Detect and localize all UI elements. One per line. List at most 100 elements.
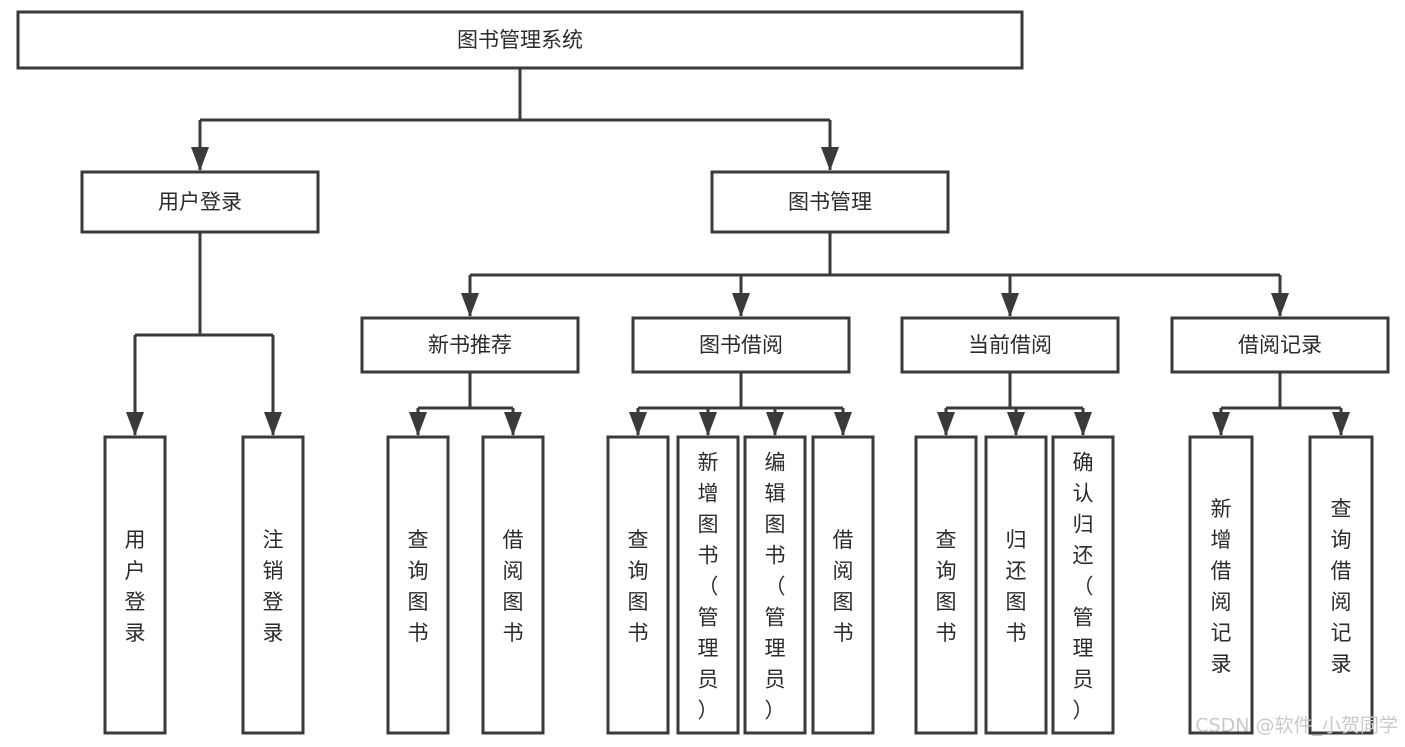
leaf-node-3-glyph: 借 <box>503 528 524 552</box>
leaf-node-12-glyph: 录 <box>1331 652 1352 676</box>
leaf-node-4-glyph: 书 <box>628 621 649 645</box>
leaf-node-10[interactable] <box>1051 435 1115 735</box>
leaf-node-10-glyph: 理 <box>1073 637 1094 661</box>
arrow-head-icon-bm-0 <box>461 293 479 317</box>
leaf-node-9[interactable] <box>984 435 1048 735</box>
arrow-head-icon-book-borrow-3 <box>834 412 852 436</box>
leaf-node-10-glyph: （ <box>1073 575 1094 599</box>
leaf-node-0[interactable] <box>103 435 167 735</box>
node-borrow-record-label: 借阅记录 <box>1238 333 1322 357</box>
leaf-node-7-glyph: 书 <box>833 621 854 645</box>
leaf-node-4-glyph: 查 <box>628 528 649 552</box>
arrow-head-icon-bm-2 <box>1001 293 1019 317</box>
leaf-node-3-glyph: 图 <box>503 590 524 614</box>
leaf-node-5-glyph: （ <box>698 575 719 599</box>
leaf-node-0-label: 用户登录 <box>125 528 146 645</box>
arrow-head-icon-user-login-0 <box>126 412 144 436</box>
leaf-node-6-glyph: 管 <box>765 606 786 630</box>
leaf-node-1-glyph: 注 <box>263 528 284 552</box>
node-book-borrow[interactable] <box>631 316 851 374</box>
node-user-login[interactable] <box>80 170 320 234</box>
leaf-node-8-glyph: 查 <box>936 528 957 552</box>
leaf-node-2-glyph: 询 <box>408 559 429 583</box>
arrow-head-icon-book-borrow-0 <box>629 412 647 436</box>
leaf-node-8-glyph: 图 <box>936 590 957 614</box>
leaf-node-11-glyph: 录 <box>1211 652 1232 676</box>
arrow-head-icon-user-login-1 <box>264 412 282 436</box>
leaf-node-10-glyph: 还 <box>1073 544 1094 568</box>
leaf-node-8-glyph: 书 <box>936 621 957 645</box>
node-current-borrow-label: 当前借阅 <box>968 333 1052 357</box>
node-root-system <box>16 10 1024 70</box>
leaf-node-5-glyph: 理 <box>698 637 719 661</box>
leaf-node-3-glyph: 书 <box>503 621 524 645</box>
leaf-node-5-glyph: 员 <box>698 668 719 692</box>
arrow-head-icon-borrow-record-1 <box>1332 412 1350 436</box>
leaf-node-9-glyph: 还 <box>1006 559 1027 583</box>
node-book-management-label: 图书管理 <box>788 190 872 214</box>
leaf-node-4[interactable] <box>606 435 670 735</box>
leaf-node-9-glyph: 归 <box>1006 528 1027 552</box>
csdn-watermark: CSDN @软件_小贺同学 <box>1195 715 1398 737</box>
arrow-head-icon-new-book-0 <box>409 412 427 436</box>
leaf-node-12-glyph: 询 <box>1331 528 1352 552</box>
leaf-node-6-glyph: （ <box>765 575 786 599</box>
leaf-node-10-glyph: 员 <box>1073 668 1094 692</box>
leaf-node-6-glyph: 辑 <box>765 482 786 506</box>
leaf-node-5-glyph: 图 <box>698 513 719 537</box>
leaf-node-11-glyph: 阅 <box>1211 590 1232 614</box>
node-borrow-record[interactable] <box>1170 316 1390 374</box>
leaf-node-2[interactable] <box>386 435 450 735</box>
leaf-node-9-glyph: 图 <box>1006 590 1027 614</box>
node-current-borrow[interactable] <box>900 316 1120 374</box>
leaf-node-1[interactable] <box>241 435 305 735</box>
arrow-head-icon-bm-1 <box>732 293 750 317</box>
leaf-node-7-glyph: 借 <box>833 528 854 552</box>
leaf-node-5[interactable] <box>676 435 740 735</box>
leaf-node-10-glyph: 归 <box>1073 513 1094 537</box>
leaf-node-5-glyph: 新 <box>698 451 719 475</box>
leaf-node-3[interactable] <box>481 435 545 735</box>
arrow-head-icon-book-borrow-2 <box>766 412 784 436</box>
leaf-node-11-glyph: 新 <box>1211 497 1232 521</box>
leaf-node-9-glyph: 书 <box>1006 621 1027 645</box>
leaf-node-12-glyph: 阅 <box>1331 590 1352 614</box>
arrow-head-icon-bm-3 <box>1271 293 1289 317</box>
leaf-node-11[interactable] <box>1188 435 1254 735</box>
leaf-node-12[interactable] <box>1308 435 1374 735</box>
label-layer: 图书管理系统用户登录图书管理新书推荐图书借阅当前借阅借阅记录用户登录注销登录查询… <box>125 28 1352 723</box>
leaf-node-6-glyph: ） <box>765 699 786 723</box>
leaf-node-6-glyph: 理 <box>765 637 786 661</box>
leaf-node-0-glyph: 用 <box>125 528 146 552</box>
leaf-node-10-glyph: 确 <box>1073 451 1094 475</box>
leaf-node-8-glyph: 询 <box>936 559 957 583</box>
leaf-node-7[interactable] <box>811 435 875 735</box>
arrow-head-icon-root-0 <box>191 147 209 171</box>
leaf-node-8[interactable] <box>914 435 978 735</box>
leaf-node-6-glyph: 员 <box>765 668 786 692</box>
leaf-node-0-glyph: 登 <box>125 590 146 614</box>
leaf-node-6[interactable] <box>743 435 807 735</box>
leaf-node-1-glyph: 登 <box>263 590 284 614</box>
node-new-book-recommend-label: 新书推荐 <box>428 333 512 357</box>
leaf-node-7-glyph: 图 <box>833 590 854 614</box>
node-new-book-recommend[interactable] <box>360 316 580 374</box>
arrow-head-icon-current-borrow-0 <box>937 412 955 436</box>
leaf-node-4-glyph: 询 <box>628 559 649 583</box>
leaf-node-7-glyph: 阅 <box>833 559 854 583</box>
node-book-management[interactable] <box>710 170 950 234</box>
leaf-node-5-glyph: 书 <box>698 544 719 568</box>
leaf-node-3-glyph: 阅 <box>503 559 524 583</box>
